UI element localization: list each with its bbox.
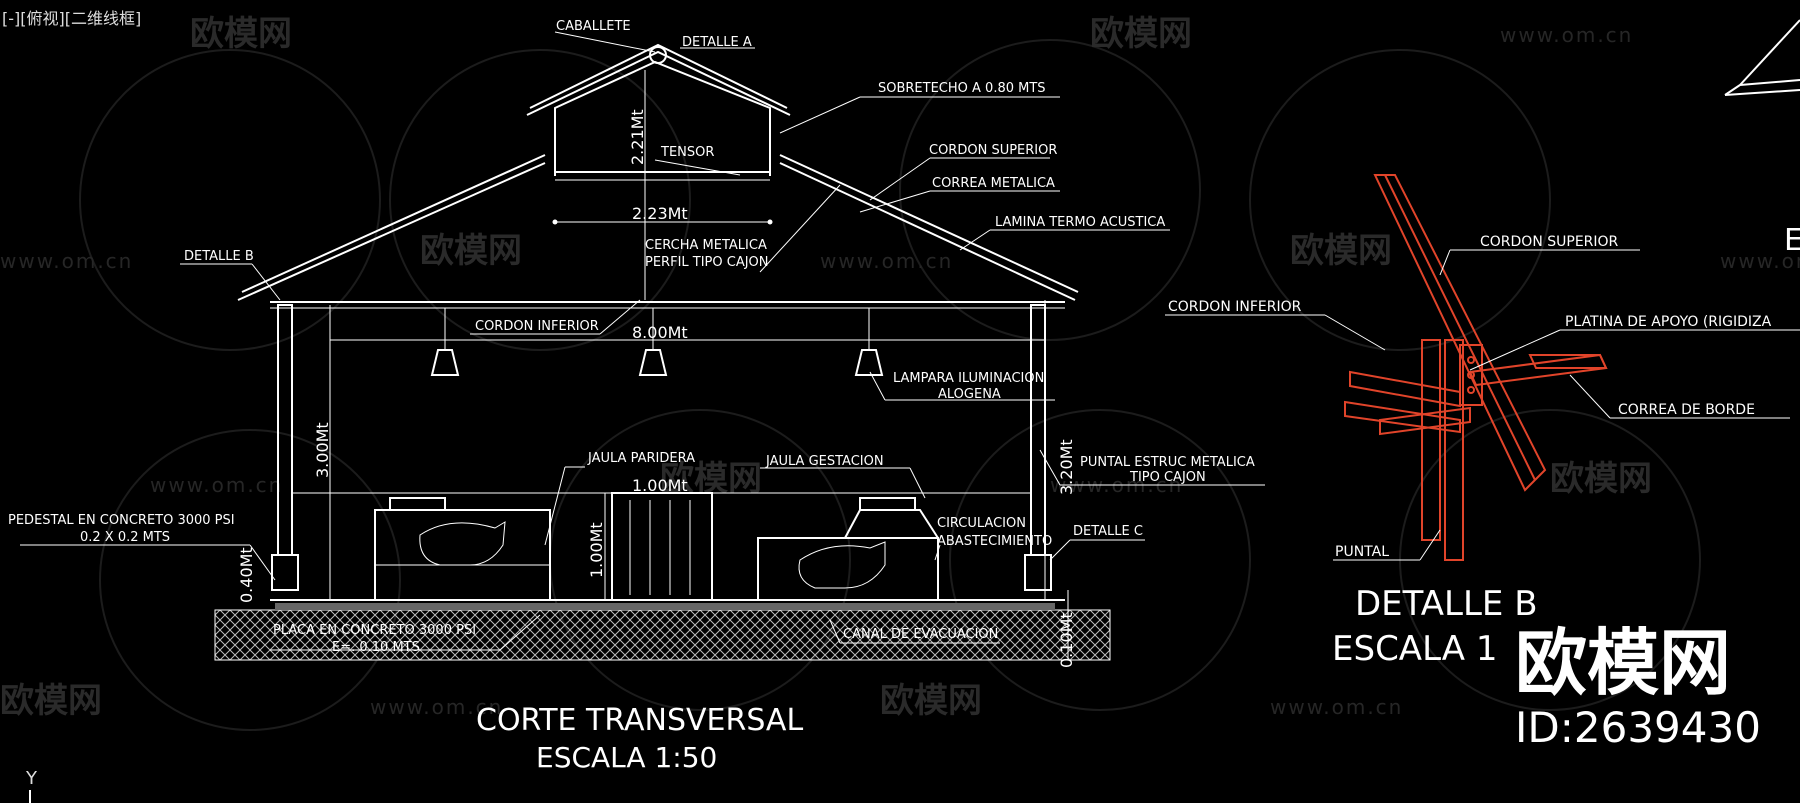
concrete-slab	[275, 603, 1055, 610]
leader-lines	[20, 31, 1265, 651]
dim-span: 8.00Mt	[632, 323, 688, 342]
label-alogena: ALOGENA	[938, 387, 1001, 402]
label-jaula-paridera: JAULA PARIDERA	[587, 451, 695, 466]
label-detalle-b: DETALLE B	[184, 249, 254, 264]
label-tipo-cajon: TIPO CAJON	[1129, 470, 1206, 485]
watermark-brand: 欧模网	[420, 231, 522, 271]
watermark-brand: 欧模网	[880, 681, 982, 721]
section-title: CORTE TRANSVERSAL	[476, 703, 803, 738]
fragment	[1724, 84, 1741, 96]
label-lampara: LAMPARA ILUMINACION	[893, 371, 1044, 386]
label-abastecimiento: ABASTECIMIENTO	[937, 534, 1052, 549]
watermark-brand: 欧模网	[1550, 459, 1652, 499]
dim-cage-width: 1.00Mt	[632, 476, 688, 495]
cross-section: 2.21Mt 2.23Mt 8.00Mt 3.00Mt 3.20Mt 0.40M…	[8, 19, 1265, 774]
right-pedestal	[1024, 554, 1052, 591]
label-detalle-a: DETALLE A	[682, 35, 752, 50]
label-cordon-inferior: CORDON INFERIOR	[475, 319, 599, 334]
detail-label-platina: PLATINA DE APOYO (RIGIDIZA	[1565, 314, 1772, 330]
label-circulacion: CIRCULACION	[937, 516, 1026, 531]
detail-label-cordon-inferior: CORDON INFERIOR	[1168, 299, 1302, 315]
label-perfil: PERFIL TIPO CAJON	[645, 255, 769, 270]
detail-label-correa-borde: CORREA DE BORDE	[1618, 402, 1755, 418]
cage-feeder	[859, 497, 916, 511]
right-column	[1030, 304, 1046, 556]
dim-wall-height: 3.00Mt	[313, 422, 332, 478]
watermark-brand: 欧模网	[1090, 14, 1192, 54]
watermark-url: www.om.cn	[820, 249, 953, 273]
label-detalle-c: DETALLE C	[1073, 524, 1143, 539]
overroof	[526, 50, 791, 116]
label-cercha: CERCHA METALICA	[645, 238, 767, 253]
detail-scale: ESCALA 1	[1332, 629, 1497, 669]
fragment	[1739, 19, 1800, 86]
watermark-brand: 欧模网	[0, 681, 102, 721]
roof-right-top	[779, 154, 1079, 293]
label-pedestal-size: 0.2 X 0.2 MTS	[80, 530, 170, 545]
watermark-url: www.om.cn	[150, 473, 283, 497]
viewport-label[interactable]: [-][俯视][二维线框]	[2, 9, 141, 28]
watermark-id: ID:2639430	[1515, 703, 1761, 752]
cage-roof	[844, 509, 939, 539]
label-tensor: TENSOR	[660, 145, 714, 160]
roof-right	[779, 162, 1076, 301]
detail-b: E CORDON SUPERIOR CORDON INFERIOR PLATIN…	[1165, 19, 1800, 669]
watermark-logo: 欧模网	[1515, 621, 1731, 705]
label-correa: CORREA METALICA	[932, 176, 1055, 191]
dim-slab: 0.10Mt	[1057, 612, 1076, 668]
watermark-url: www.om.cn	[1720, 249, 1800, 273]
lamp	[638, 349, 668, 376]
axis-y-label: Y	[25, 768, 38, 789]
dim-post-height: 3.20Mt	[1057, 439, 1076, 495]
watermark-brand: 欧模网	[1290, 231, 1392, 271]
cage-paridera	[374, 509, 551, 601]
label-pedestal: PEDESTAL EN CONCRETO 3000 PSI	[8, 513, 235, 528]
fragment	[1739, 79, 1800, 86]
pig	[419, 521, 506, 566]
watermark-url: www.om.cn	[0, 249, 133, 273]
cage-feeder	[389, 497, 446, 511]
label-lamina: LAMINA TERMO ACUSTICA	[995, 215, 1165, 230]
detail-label-puntal: PUNTAL	[1335, 544, 1389, 560]
label-puntal: PUNTAL ESTRUC METALICA	[1080, 455, 1255, 470]
left-column	[277, 304, 293, 556]
label-canal: CANAL DE EVACUACION	[843, 627, 998, 642]
dim-cage-height: 1.00Mt	[587, 522, 606, 578]
section-scale: ESCALA 1:50	[536, 741, 717, 774]
watermark-url: www.om.cn	[1500, 23, 1633, 47]
overroof-top	[529, 43, 788, 109]
label-cordon-superior: CORDON SUPERIOR	[929, 143, 1057, 158]
ground-hatch	[214, 609, 1111, 661]
left-pedestal	[271, 554, 299, 591]
dim-pedestal-height: 0.40Mt	[237, 547, 256, 603]
fragment	[1724, 89, 1800, 96]
detail-letter: E	[1784, 223, 1800, 258]
cage-center	[611, 492, 713, 601]
dim-tensor-width: 2.23Mt	[632, 204, 688, 223]
label-sobretecho: SOBRETECHO A 0.80 MTS	[878, 81, 1046, 96]
detail-title: DETALLE B	[1355, 584, 1538, 624]
dim-attic-height: 2.21Mt	[628, 109, 647, 165]
lamp	[854, 349, 884, 376]
watermark-url: www.om.cn	[1270, 695, 1403, 719]
watermark-url: www.om.cn	[370, 695, 503, 719]
roof-left	[237, 162, 546, 301]
detail-leaders	[1165, 249, 1800, 561]
detail-label-cordon-superior: CORDON SUPERIOR	[1480, 234, 1619, 250]
label-placa: PLACA EN CONCRETO 3000 PSI	[273, 623, 476, 638]
pig	[798, 541, 886, 589]
cage-gestacion	[757, 537, 939, 601]
label-placa-espesor: E=. 0.10 MTS	[332, 640, 420, 655]
roof-left-top	[241, 154, 546, 293]
ridge-cap	[649, 46, 667, 64]
label-jaula-gestacion: JAULA GESTACION	[765, 454, 884, 469]
detail-members	[1344, 174, 1608, 561]
watermark-brand: 欧模网	[190, 14, 292, 54]
lamp	[430, 349, 460, 376]
label-caballete: CABALLETE	[556, 19, 631, 34]
